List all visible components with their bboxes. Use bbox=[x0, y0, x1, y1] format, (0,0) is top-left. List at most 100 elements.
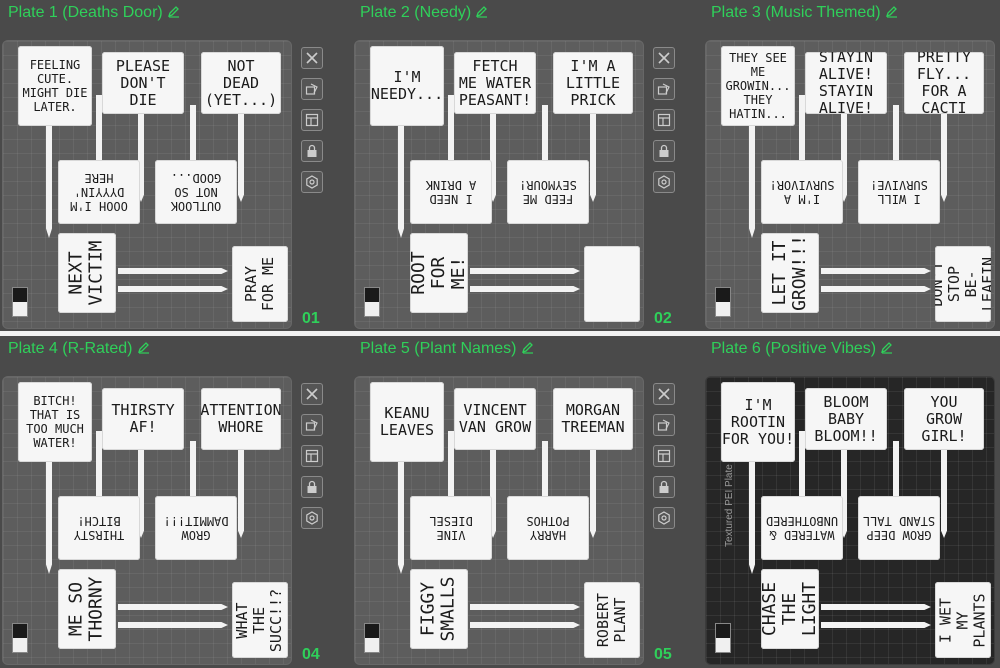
arrange-button[interactable] bbox=[653, 109, 675, 131]
plant-sign-top[interactable]: THEY SEE ME GROWIN... THEY HATIN... bbox=[721, 46, 795, 126]
plate-title[interactable]: Plate 4 (R-Rated) bbox=[8, 338, 151, 360]
arrange-button[interactable] bbox=[653, 445, 675, 467]
plant-sign-top[interactable]: PRETTY FLY... FOR A CACTI bbox=[904, 52, 984, 114]
edit-name-icon[interactable] bbox=[876, 340, 894, 357]
filament-swatch[interactable] bbox=[364, 623, 380, 653]
plant-sign-bottom-right[interactable]: I WET MY PLANTS bbox=[935, 582, 991, 658]
close-button[interactable] bbox=[301, 47, 323, 69]
plate-title[interactable]: Plate 1 (Deaths Door) bbox=[8, 2, 181, 24]
plant-sign-flipped[interactable]: VINE DIESEL bbox=[410, 496, 492, 560]
settings-icon bbox=[658, 175, 670, 189]
plant-sign-top[interactable]: YOU GROW GIRL! bbox=[904, 388, 984, 450]
sign-stake bbox=[941, 110, 947, 202]
plant-sign-top[interactable]: STAYIN ALIVE! STAYIN ALIVE! bbox=[805, 52, 887, 114]
arrange-icon bbox=[657, 449, 671, 463]
plant-sign-top[interactable]: NOT DEAD (YET...) bbox=[201, 52, 281, 114]
plate-title-text: Plate 2 (Needy) bbox=[360, 4, 472, 21]
plant-sign-bottom-left-text: LET IT GROW!!! bbox=[769, 235, 811, 311]
arrange-button[interactable] bbox=[301, 445, 323, 467]
plant-sign-flipped[interactable]: GROW DAMMIT!!! bbox=[155, 496, 237, 560]
plant-sign-flipped[interactable]: THIRSTY BITCH! bbox=[58, 496, 140, 560]
orient-button[interactable] bbox=[301, 414, 323, 436]
plant-sign-bottom-left[interactable]: FIGGY SMALLS bbox=[410, 569, 468, 649]
plant-sign-bottom-right[interactable] bbox=[584, 246, 640, 322]
lock-button[interactable] bbox=[301, 476, 323, 498]
plant-sign-top[interactable]: FETCH ME WATER PEASANT! bbox=[454, 52, 536, 114]
settings-button[interactable] bbox=[301, 507, 323, 529]
settings-button[interactable] bbox=[301, 171, 323, 193]
settings-button[interactable] bbox=[653, 507, 675, 529]
plant-sign-top[interactable]: THIRSTY AF! bbox=[102, 388, 184, 450]
plant-sign-flipped[interactable]: OOOH I'M DYYYIN' HERE bbox=[58, 160, 140, 224]
filament-swatch[interactable] bbox=[364, 287, 380, 317]
plant-sign-top[interactable]: I'M ROOTIN FOR YOU! bbox=[721, 382, 795, 462]
plate-title[interactable]: Plate 5 (Plant Names) bbox=[360, 338, 535, 360]
plant-sign-top[interactable]: BITCH! THAT IS TOO MUCH WATER! bbox=[18, 382, 92, 462]
plant-sign-flipped[interactable]: I WILL SURVIVE! bbox=[858, 160, 940, 224]
sign-stake bbox=[821, 268, 931, 274]
plant-sign-top[interactable]: MORGAN TREEMAN bbox=[553, 388, 633, 450]
plant-sign-top[interactable]: I'M A LITTLE PRICK bbox=[553, 52, 633, 114]
plant-sign-top[interactable]: FEELING CUTE. MIGHT DIE LATER. bbox=[18, 46, 92, 126]
sign-stake bbox=[490, 110, 496, 202]
plant-sign-bottom-right[interactable]: WHAT THE SUCC!!? bbox=[232, 582, 288, 658]
plant-sign-bottom-right-text: WHAT THE SUCC!!? bbox=[233, 588, 286, 652]
filament-swatch[interactable] bbox=[12, 623, 28, 653]
filament-swatch[interactable] bbox=[715, 287, 731, 317]
sign-stake bbox=[138, 446, 144, 538]
arrange-icon bbox=[305, 113, 319, 127]
plant-sign-flipped[interactable]: FEED ME SEYMOUR! bbox=[507, 160, 589, 224]
plate-toolbar bbox=[301, 383, 325, 538]
plant-sign-bottom-right[interactable]: DON'T STOP BE-LEAFIN bbox=[935, 246, 991, 322]
lock-button[interactable] bbox=[653, 140, 675, 162]
plant-sign-bottom-left-text: FIGGY SMALLS bbox=[418, 576, 459, 642]
sign-stake bbox=[138, 110, 144, 202]
edit-name-icon[interactable] bbox=[881, 4, 899, 21]
plant-sign-flipped[interactable]: GROW DEEP STAND TALL bbox=[858, 496, 940, 560]
plant-sign-top[interactable]: PLEASE DON'T DIE bbox=[102, 52, 184, 114]
edit-name-icon[interactable] bbox=[471, 4, 489, 21]
orient-button[interactable] bbox=[653, 414, 675, 436]
arrange-icon bbox=[657, 113, 671, 127]
plant-sign-top[interactable]: VINCENT VAN GROW bbox=[454, 388, 536, 450]
plant-sign-bottom-left[interactable]: ME SO THORNY bbox=[58, 569, 116, 649]
plate-number: 05 bbox=[654, 646, 672, 663]
filament-swatch[interactable] bbox=[12, 287, 28, 317]
plate-toolbar bbox=[301, 47, 325, 202]
plant-sign-flipped[interactable]: WATERED & UNBOTHERED bbox=[761, 496, 843, 560]
plant-sign-bottom-right[interactable]: ROBERT PLANT bbox=[584, 582, 640, 658]
plant-sign-top[interactable]: BLOOM BABY BLOOM!! bbox=[805, 388, 887, 450]
plate-title[interactable]: Plate 3 (Music Themed) bbox=[711, 2, 899, 24]
plant-sign-bottom-right[interactable]: PRAY FOR ME bbox=[232, 246, 288, 322]
plant-sign-bottom-left[interactable]: NEXT VICTIM bbox=[58, 233, 116, 313]
plant-sign-bottom-left[interactable]: LET IT GROW!!! bbox=[761, 233, 819, 313]
edit-name-icon[interactable] bbox=[517, 340, 535, 357]
orient-button[interactable] bbox=[301, 78, 323, 100]
plate-title[interactable]: Plate 6 (Positive Vibes) bbox=[711, 338, 894, 360]
plate-title[interactable]: Plate 2 (Needy) bbox=[360, 2, 489, 24]
plant-sign-flipped[interactable]: I NEED A DRINK bbox=[410, 160, 492, 224]
close-button[interactable] bbox=[653, 383, 675, 405]
edit-name-icon[interactable] bbox=[163, 4, 181, 21]
plant-sign-bottom-left[interactable]: CHASE THE LIGHT bbox=[761, 569, 819, 649]
sign-stake bbox=[470, 604, 580, 610]
plant-sign-flipped[interactable]: HARRY POTHOS bbox=[507, 496, 589, 560]
edit-name-icon[interactable] bbox=[133, 340, 151, 357]
close-button[interactable] bbox=[301, 383, 323, 405]
plant-sign-flipped[interactable]: OUTLOOK NOT SO GOOD... bbox=[155, 160, 237, 224]
filament-black bbox=[365, 288, 379, 302]
arrange-button[interactable] bbox=[301, 109, 323, 131]
close-button[interactable] bbox=[653, 47, 675, 69]
plant-sign-flipped[interactable]: I'M A SURVIVOR! bbox=[761, 160, 843, 224]
settings-button[interactable] bbox=[653, 171, 675, 193]
filament-black bbox=[365, 624, 379, 638]
sign-stake bbox=[448, 95, 454, 175]
plant-sign-bottom-left[interactable]: ROOT FOR ME! bbox=[410, 233, 468, 313]
plant-sign-top[interactable]: ATTENTION WHORE bbox=[201, 388, 281, 450]
filament-swatch[interactable] bbox=[715, 623, 731, 653]
plant-sign-top[interactable]: I'M NEEDY... bbox=[370, 46, 444, 126]
plant-sign-top[interactable]: KEANU LEAVES bbox=[370, 382, 444, 462]
lock-button[interactable] bbox=[301, 140, 323, 162]
lock-button[interactable] bbox=[653, 476, 675, 498]
orient-button[interactable] bbox=[653, 78, 675, 100]
